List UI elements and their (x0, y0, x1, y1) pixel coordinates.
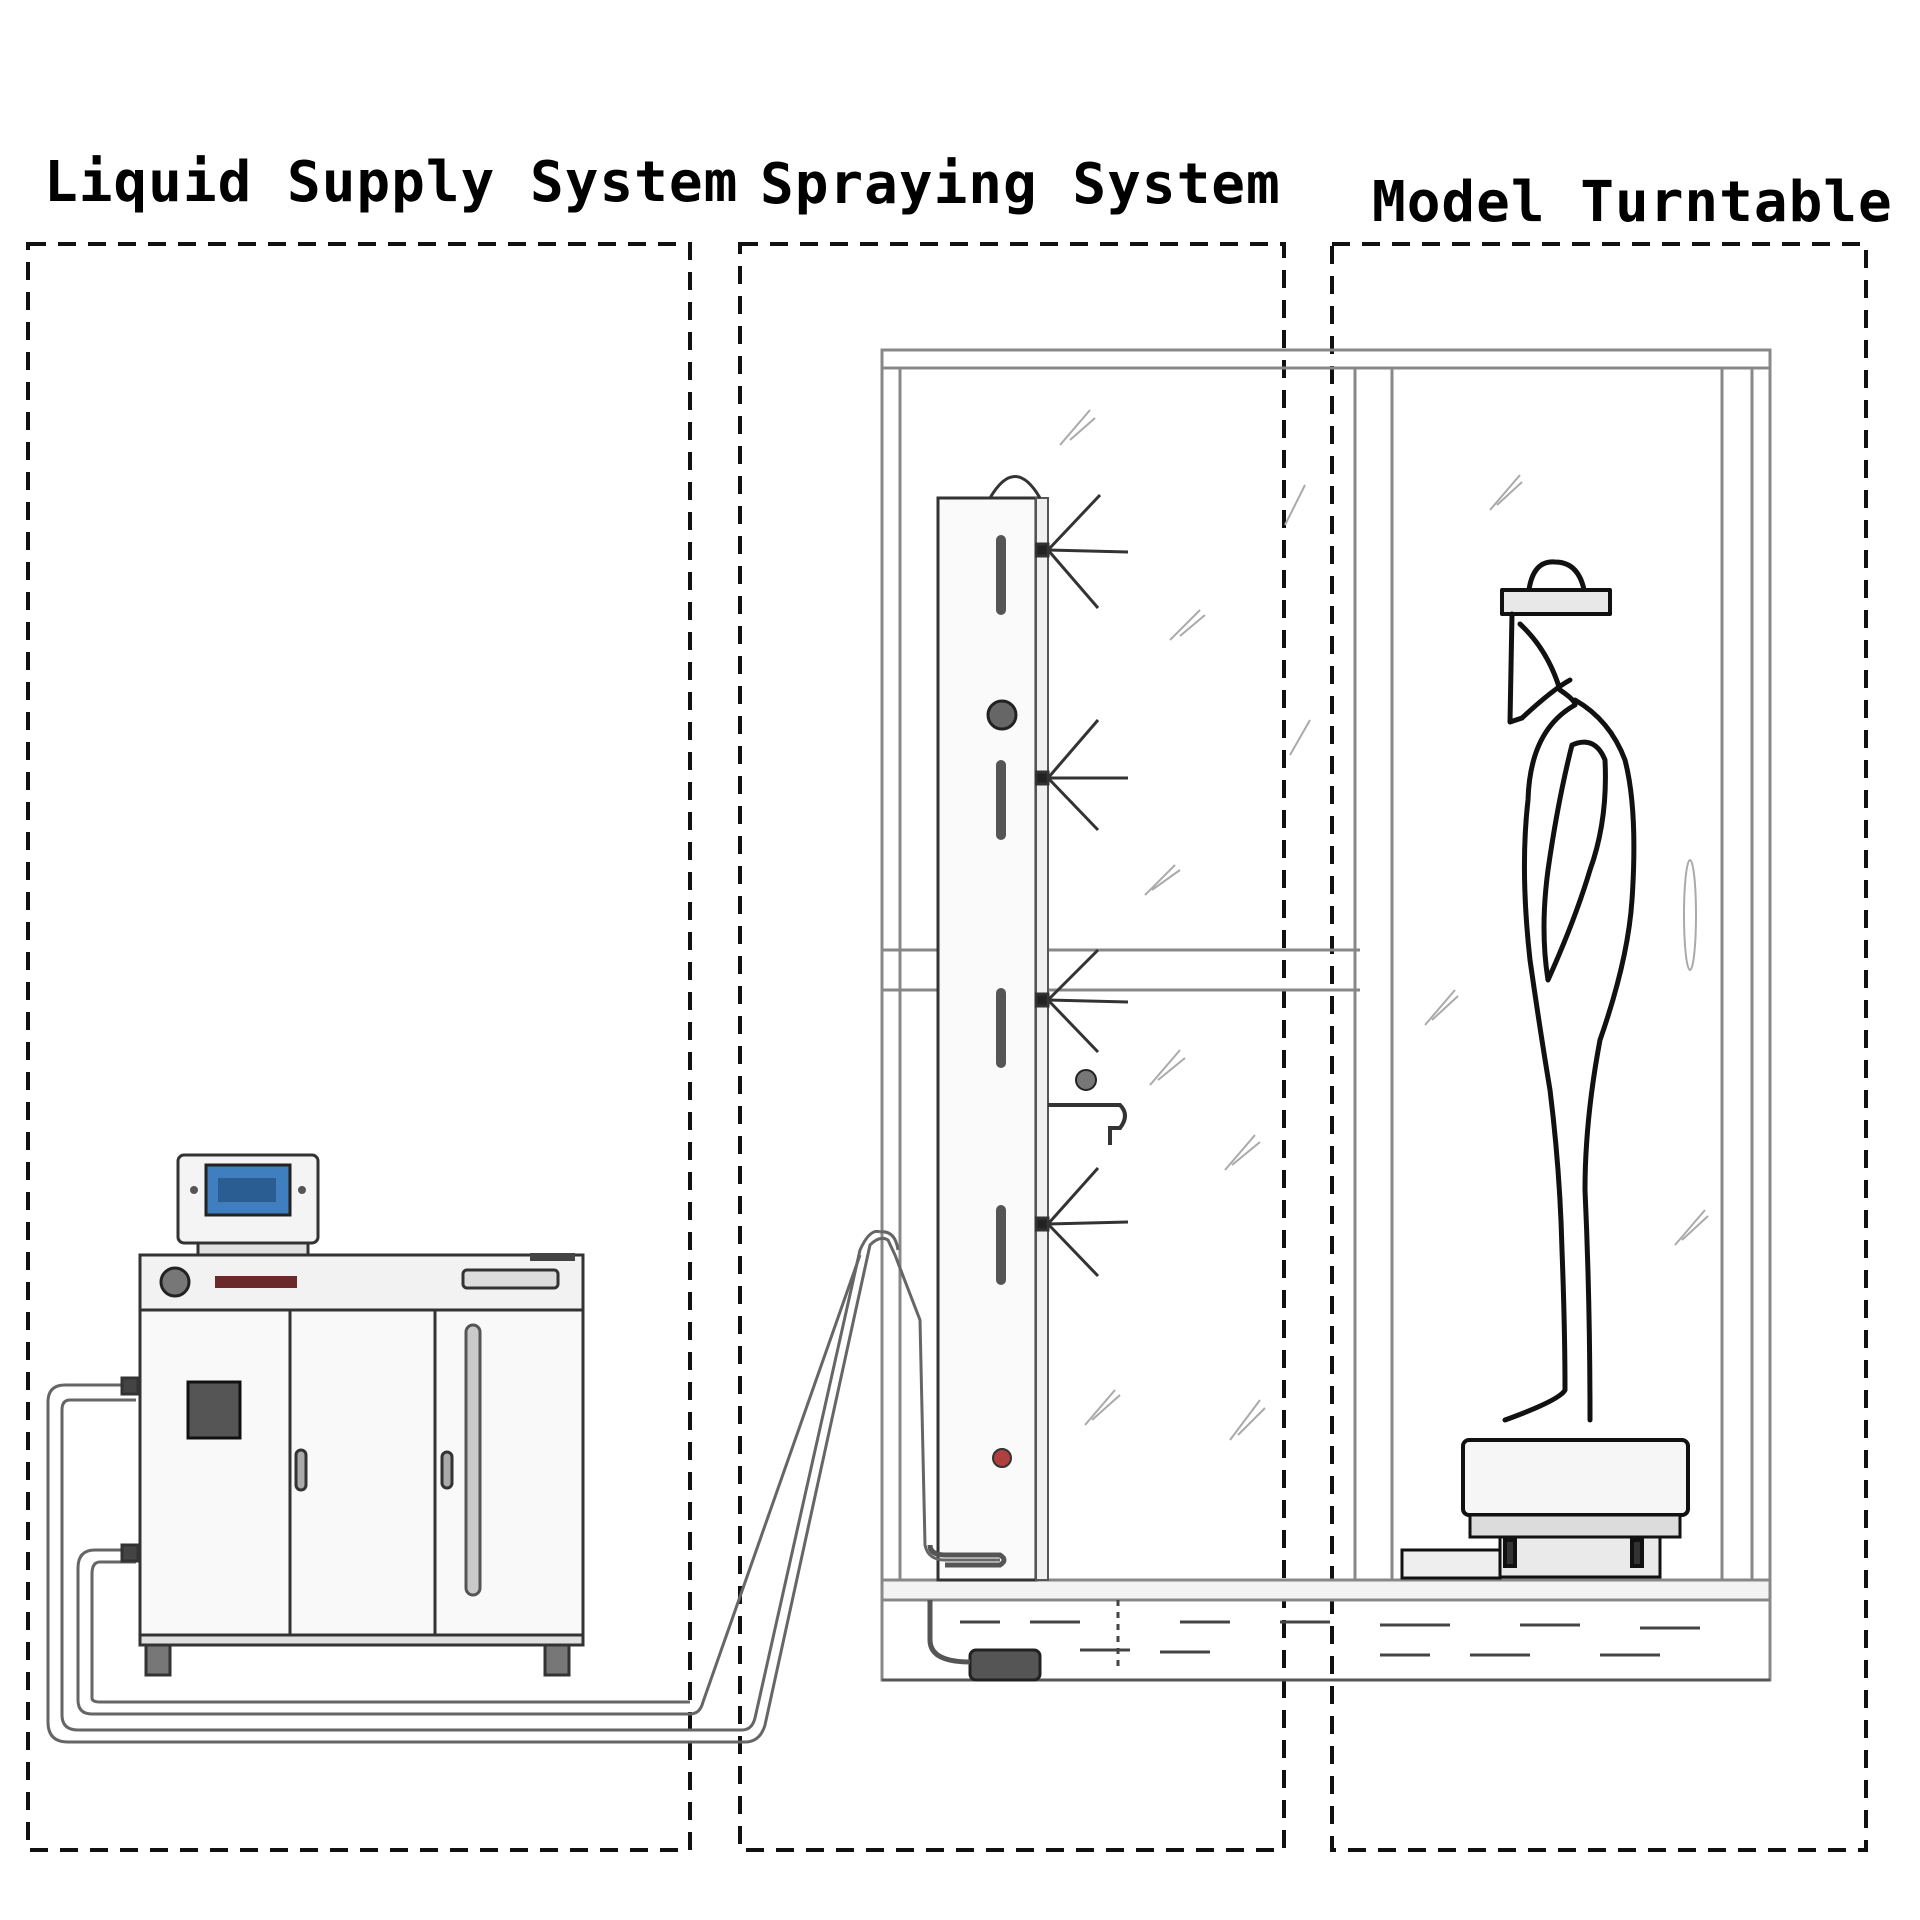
turntable (1400, 1438, 1690, 1580)
section-boxes (26, 242, 1868, 1852)
spray-chamber (880, 348, 1772, 1682)
hose-return (76, 1254, 862, 1716)
level-window (464, 1323, 482, 1597)
indicator-light-icon (992, 1448, 1012, 1468)
nozzle-1 (1034, 493, 1129, 609)
hose-outer (46, 1236, 1000, 1744)
glass-reflections (1059, 409, 1709, 1441)
basin-water-lines (960, 1600, 1700, 1672)
mannequin-body (1502, 621, 1578, 1423)
spraying-system-box (738, 242, 1286, 1852)
control-box-icon (186, 1380, 242, 1440)
machine-foot (543, 1643, 571, 1677)
spray-column (936, 475, 1049, 1582)
turntable-base (1400, 1548, 1502, 1580)
spray-column-body (936, 496, 1038, 1582)
machine-foot (144, 1643, 172, 1677)
liquid-supply-system-label: Liquid Supply System (44, 150, 739, 215)
nozzle-3 (1034, 948, 1129, 1054)
model-turntable-label: Model Turntable (1372, 170, 1893, 235)
face-shield (1507, 611, 1573, 725)
mannequin-arm (1541, 739, 1608, 983)
liquid-supply-machine (120, 1153, 585, 1677)
spraying-system-label: Spraying System (760, 152, 1281, 217)
machine-cabinet (138, 1308, 585, 1637)
turntable-platform (1461, 1438, 1690, 1517)
pump (927, 1544, 1042, 1682)
supply-hoses (46, 1229, 1000, 1744)
model-turntable-box (1330, 242, 1868, 1852)
nozzle-4 (1034, 1167, 1129, 1278)
chamber-floor (880, 1578, 1772, 1602)
nozzle-2 (1034, 719, 1128, 832)
spray-nozzles (1034, 493, 1129, 1278)
pump-body (968, 1648, 1042, 1682)
face-shield-band (1500, 588, 1612, 616)
hose-inner (60, 1229, 881, 1732)
mannequin (1500, 559, 1637, 1423)
liquid-supply-box (26, 242, 692, 1852)
pressure-gauge-icon (159, 1266, 191, 1298)
mannequin-head (1525, 559, 1588, 603)
gauge-icon (986, 699, 1018, 731)
